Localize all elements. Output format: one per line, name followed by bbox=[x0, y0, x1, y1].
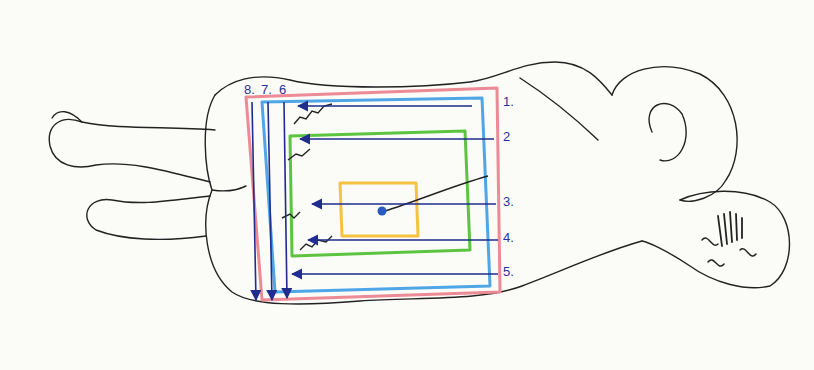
callout-number: 3. bbox=[503, 194, 514, 209]
outer-field bbox=[246, 88, 500, 300]
lower-leg bbox=[87, 196, 210, 239]
puncture-arrow bbox=[284, 102, 287, 298]
third-field bbox=[290, 131, 470, 256]
inner-field bbox=[340, 183, 418, 236]
puncture-arrow bbox=[298, 105, 472, 107]
upper-leg bbox=[49, 119, 215, 182]
callout-number: 4. bbox=[503, 230, 514, 245]
callout-number: 7. bbox=[261, 82, 272, 97]
hair bbox=[702, 238, 756, 266]
puncture-dot bbox=[378, 207, 387, 216]
scar-mark bbox=[288, 149, 310, 160]
callout-number: 6 bbox=[279, 82, 286, 97]
ear bbox=[649, 104, 686, 161]
arm-line bbox=[520, 78, 598, 140]
scar-mark bbox=[300, 236, 332, 250]
buttock-line bbox=[212, 186, 246, 191]
callout-number: 2 bbox=[503, 129, 510, 144]
callout-number: 5. bbox=[503, 264, 514, 279]
puncture-arrow bbox=[268, 102, 272, 300]
pillow bbox=[642, 191, 790, 288]
foot bbox=[52, 112, 82, 122]
callout-number: 1. bbox=[503, 94, 514, 109]
catheter-line bbox=[385, 176, 488, 211]
hair bbox=[718, 212, 742, 246]
puncture-arrow bbox=[308, 239, 498, 241]
head bbox=[612, 67, 737, 201]
callout-number: 8. bbox=[244, 82, 255, 97]
second-field bbox=[262, 98, 490, 292]
puncture-arrow bbox=[292, 273, 498, 275]
scar-mark bbox=[294, 104, 332, 124]
torso-outline bbox=[205, 95, 642, 304]
puncture-arrow bbox=[312, 203, 496, 205]
scar-mark bbox=[282, 212, 300, 218]
puncture-arrow bbox=[300, 138, 494, 140]
puncture-arrow bbox=[252, 102, 256, 300]
